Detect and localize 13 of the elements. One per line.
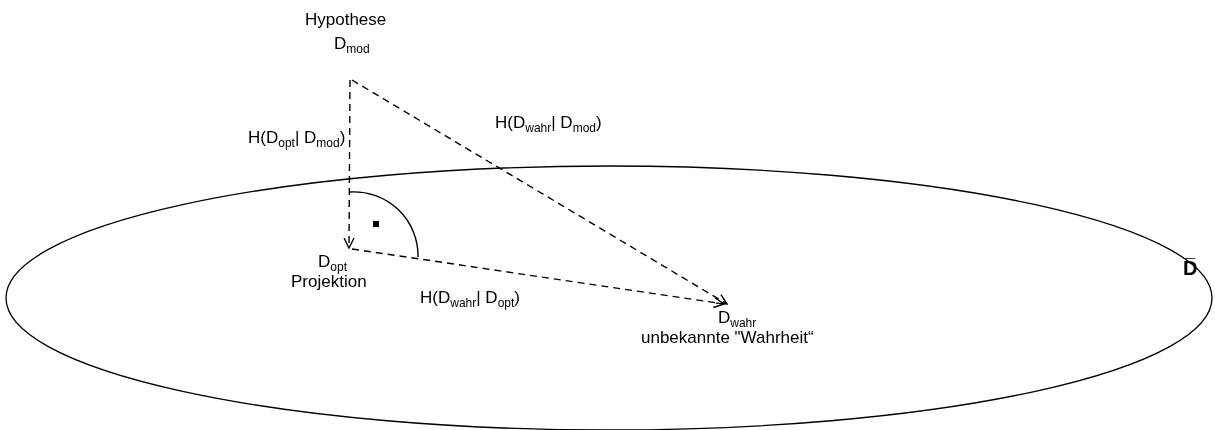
point-symbol: D$_{wahr}$ bbox=[718, 308, 757, 328]
dashed-arrow bbox=[351, 79, 728, 305]
edge-label: H(D$_{opt}$| D$_{mod}$) bbox=[248, 128, 346, 148]
edge-label: H(D$_{wahr}$| D$_{mod}$) bbox=[495, 113, 602, 133]
point-label: unbekannte "Wahrheit“ bbox=[641, 328, 814, 348]
dashed-arrow bbox=[351, 248, 725, 309]
edge-label: H(D$_{wahr}$| D$_{opt}$) bbox=[420, 288, 520, 308]
dashed-arrow bbox=[343, 79, 355, 249]
point-symbol: D$_{opt}$ bbox=[318, 252, 347, 272]
point-label: Projektion bbox=[291, 272, 367, 292]
point-label: Hypothese bbox=[305, 10, 387, 30]
point-symbol: D$_{mod}$ bbox=[334, 34, 370, 54]
set-symbol: D̅ bbox=[1183, 256, 1198, 280]
